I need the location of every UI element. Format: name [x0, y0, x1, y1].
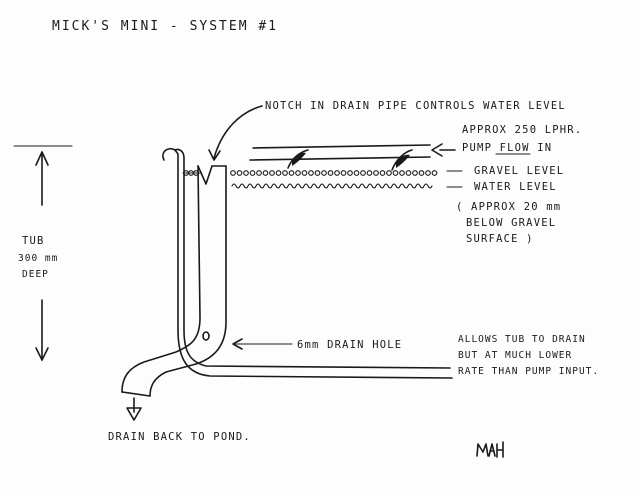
- gravel-stone: [295, 170, 301, 176]
- notch-arrow: [213, 105, 263, 159]
- approx-note-line2: BELOW GRAVEL: [466, 217, 556, 229]
- notch-arrowhead: [208, 149, 221, 161]
- drain-hole-arrowhead: [232, 338, 243, 350]
- gravel-stone: [308, 170, 314, 176]
- tub-deep-label: DEEP: [22, 269, 49, 280]
- tub-inner-wall: [174, 148, 451, 369]
- gravel-stone: [256, 170, 262, 176]
- drain-pipe-right-wall: [149, 165, 227, 397]
- tub-depth-label: 300 mm: [18, 253, 58, 264]
- inflow-pipe-top: [252, 144, 431, 149]
- initials-signature: [476, 441, 504, 458]
- tub-outer-wall: [174, 149, 453, 379]
- gravel-stone: [269, 170, 275, 176]
- allows-note-line2: BUT AT MUCH LOWER: [458, 350, 572, 361]
- gravel-stone: [386, 170, 392, 176]
- drain-hole: [202, 331, 210, 341]
- gravel-stone: [282, 170, 288, 176]
- depth-arrowhead-up: [35, 151, 49, 166]
- water-jet-icon: [391, 149, 413, 171]
- water-jet-icon: [287, 149, 309, 169]
- gravel-stone: [288, 170, 295, 176]
- gravel-stone: [327, 170, 334, 176]
- gravel-stone: [379, 170, 386, 176]
- drain-pipe-outlet: [121, 391, 151, 397]
- gravel-stone: [340, 170, 347, 176]
- gravel-surface: [182, 170, 438, 176]
- notch-label: NOTCH IN DRAIN PIPE CONTROLS WATER LEVEL: [265, 100, 566, 112]
- approx-note-line1: ( APPROX 20 mm: [456, 201, 561, 213]
- gravel-stone: [412, 170, 418, 176]
- gravel-stone: [425, 170, 431, 176]
- flow-in-label: PUMP FLOW IN: [462, 142, 552, 154]
- water-level-label: WATER LEVEL: [474, 181, 557, 193]
- gravel-stone: [405, 170, 412, 176]
- gravel-stone: [347, 170, 353, 176]
- gravel-stone: [418, 170, 425, 176]
- gravel-stone: [360, 170, 366, 176]
- outflow-arrowhead: [126, 407, 142, 421]
- drain-pipe-notch: [197, 165, 213, 185]
- allows-note-line1: ALLOWS TUB TO DRAIN: [458, 334, 586, 345]
- gravel-stone: [262, 170, 269, 176]
- flow-rate-label: APPROX 250 LPHR.: [462, 124, 582, 136]
- water-surface: [231, 183, 433, 189]
- drain-back-label: DRAIN BACK TO POND.: [108, 431, 251, 443]
- diagram-title: MICK'S MINI - SYSTEM #1: [52, 19, 278, 34]
- gravel-level-label: GRAVEL LEVEL: [474, 165, 564, 177]
- gravel-stone: [301, 170, 308, 176]
- gravel-stone: [366, 170, 373, 176]
- gravel-stone: [373, 170, 379, 176]
- gravel-stone: [334, 170, 340, 176]
- flow-arrowhead: [431, 143, 443, 157]
- gravel-stone: [431, 170, 438, 176]
- drain-hole-label: 6mm DRAIN HOLE: [297, 339, 402, 351]
- tub-label: TUB: [22, 235, 45, 247]
- gravel-stone: [236, 170, 243, 176]
- gravel-stone: [314, 170, 321, 176]
- gravel-stone: [321, 170, 327, 176]
- drain-pipe-left-wall: [121, 165, 201, 393]
- gravel-stone: [243, 170, 249, 176]
- gravel-stone: [399, 170, 405, 176]
- depth-arrowhead-down: [35, 347, 49, 361]
- tub-rim-hook: [162, 147, 176, 161]
- gravel-stone: [249, 170, 256, 176]
- gravel-stone: [230, 170, 236, 176]
- approx-note-line3: SURFACE ): [466, 233, 534, 245]
- gravel-stone: [392, 170, 399, 176]
- allows-note-line3: RATE THAN PUMP INPUT.: [458, 366, 599, 377]
- gravel-stone: [275, 170, 282, 176]
- gravel-stone: [353, 170, 360, 176]
